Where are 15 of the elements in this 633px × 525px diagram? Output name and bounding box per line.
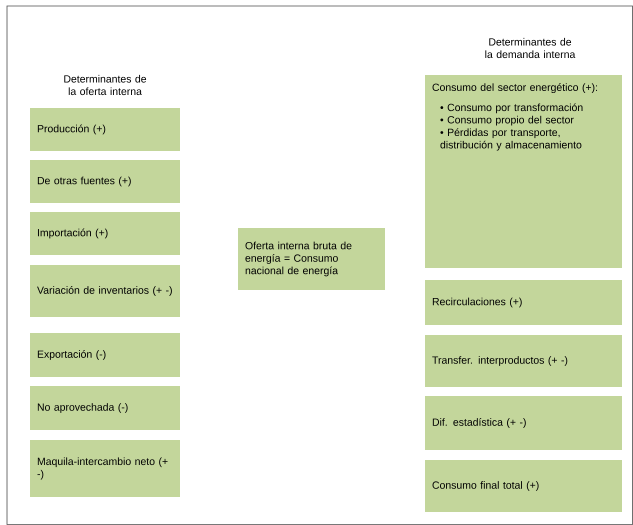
text-box: Transfer. interproductos (+ -): [425, 334, 622, 387]
text-box: De otras fuentes (+): [30, 160, 180, 203]
text-box: Variación de inventarios (+ -): [30, 264, 180, 317]
text-box: Dif. estadística (+ -): [425, 396, 622, 450]
text-box: No aprovechada (-): [30, 386, 180, 430]
text-box: Consumo final total (+): [425, 460, 622, 512]
text-box: Importación (+): [30, 212, 180, 255]
text-box: Exportación (-): [30, 332, 180, 377]
column-heading: Determinantes de la demanda interna: [485, 38, 576, 58]
text-box: Maquila-intercambio neto (+ -): [30, 440, 180, 497]
text-box: Consumo del sector energético (+): • Consumo por transformación • Consumo propio del sector • Pérdidas por transporte, distribución y almacenamiento: [425, 74, 622, 268]
text-box: Recirculaciones (+): [425, 280, 622, 325]
text-box: Producción (+): [30, 108, 180, 151]
column-heading: Determinantes de la oferta interna: [64, 74, 146, 96]
text-box: Oferta interna bruta de energía = Consumo nacional de energía: [238, 228, 385, 290]
